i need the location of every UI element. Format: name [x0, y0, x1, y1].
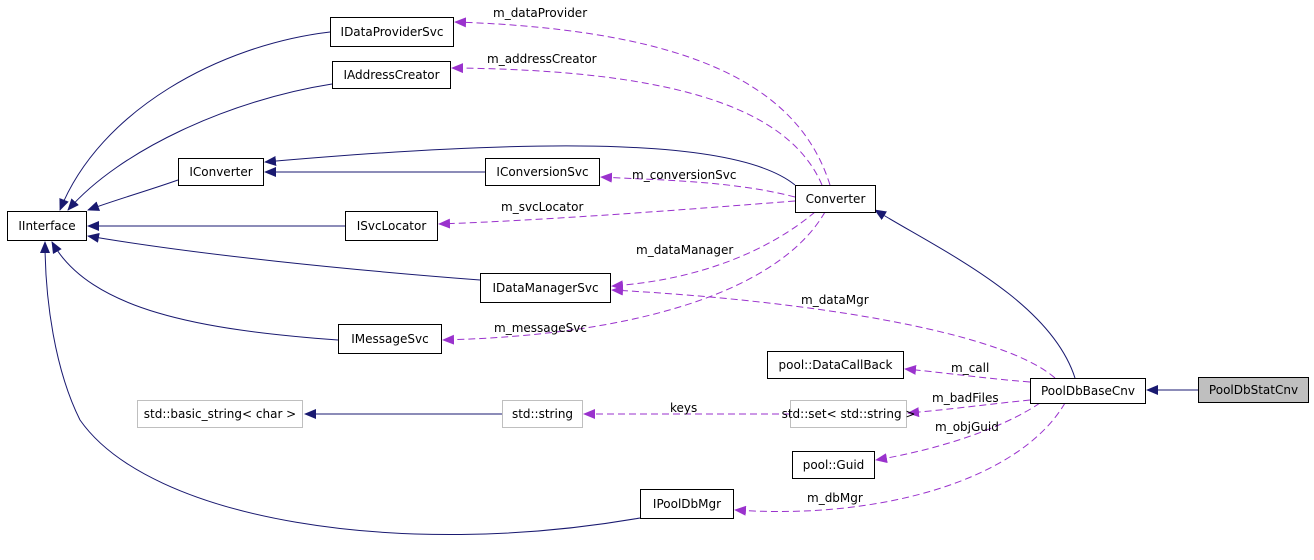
label-m-datamgr: m_dataMgr [801, 293, 869, 307]
edge-pooldbbasecnv-guid [875, 402, 1041, 464]
edge-converter-iconverter [264, 145, 796, 186]
label-m-dbmgr: m_dbMgr [807, 491, 863, 505]
edge-imessagesvc-iinterface [51, 241, 339, 341]
class-node-idataprovidersvc[interactable]: IDataProviderSvc [330, 17, 454, 47]
label-m-addresscreator: m_addressCreator [487, 52, 597, 66]
label-m-datamanager: m_dataManager [636, 243, 733, 257]
edge-idataprovidersvc-iinterface [59, 31, 331, 211]
class-node-std-basic-string[interactable]: std::basic_string< char > [137, 400, 303, 428]
edge-pooldbbasecnv-ipooldbmgr [734, 402, 1066, 516]
edge-idatamanagersvc-iinterface [87, 232, 481, 281]
label-m-objguid: m_objGuid [935, 420, 999, 434]
edge-pooldbbasecnv-converter [874, 209, 1076, 379]
class-node-iconverter[interactable]: IConverter [178, 158, 264, 186]
class-node-ipooldbmgr[interactable]: IPoolDbMgr [640, 489, 734, 519]
edge-converter-idataprovidersvc [454, 17, 831, 186]
edge-pooldbbasecnv-datacallback [904, 364, 1031, 383]
label-m-svclocator: m_svcLocator [501, 200, 583, 214]
edge-converter-isvclocator [438, 200, 796, 229]
class-node-pooldbstatcnv[interactable]: PoolDbStatCnv [1198, 377, 1309, 403]
class-node-std-set[interactable]: std::set< std::string > [782, 400, 915, 428]
edge-pooldbbasecnv-idatamanagersvc [611, 285, 1056, 379]
label-m-call: m_call [951, 361, 989, 375]
class-node-std-string[interactable]: std::string [502, 400, 583, 428]
edge-converter-idatamanagersvc [611, 211, 816, 291]
class-node-imessagesvc[interactable]: IMessageSvc [338, 324, 442, 354]
edge-iconverter-iinterface [87, 179, 179, 211]
class-node-pool-guid[interactable]: pool::Guid [792, 451, 875, 479]
label-m-messagesvc: m_messageSvc [494, 321, 587, 335]
edge-converter-iconversionsvc [600, 172, 796, 198]
edge-pooldbbasecnv-set [907, 399, 1031, 418]
label-m-conversionsvc: m_conversionSvc [632, 168, 737, 182]
class-node-idatamanagersvc[interactable]: IDataManagerSvc [480, 273, 611, 303]
label-keys: keys [670, 401, 697, 415]
class-node-isvclocator[interactable]: ISvcLocator [345, 211, 438, 241]
edge-converter-imessagesvc [442, 211, 826, 345]
edge-iaddresscreator-iinterface [67, 83, 333, 211]
edge-ipooldbmgr-iinterface [40, 241, 641, 535]
label-m-dataprovider: m_dataProvider [493, 6, 587, 20]
edge-converter-iaddresscreator [451, 63, 823, 186]
class-node-pool-datacallback[interactable]: pool::DataCallBack [767, 351, 904, 379]
class-node-iaddresscreator[interactable]: IAddressCreator [332, 61, 451, 89]
class-node-iconversionsvc[interactable]: IConversionSvc [485, 158, 600, 186]
class-node-iinterface[interactable]: IInterface [7, 211, 87, 241]
label-m-badfiles: m_badFiles [932, 391, 999, 405]
class-node-pooldbbasecnv[interactable]: PoolDbBaseCnv [1030, 378, 1146, 404]
class-node-converter[interactable]: Converter [795, 185, 876, 213]
